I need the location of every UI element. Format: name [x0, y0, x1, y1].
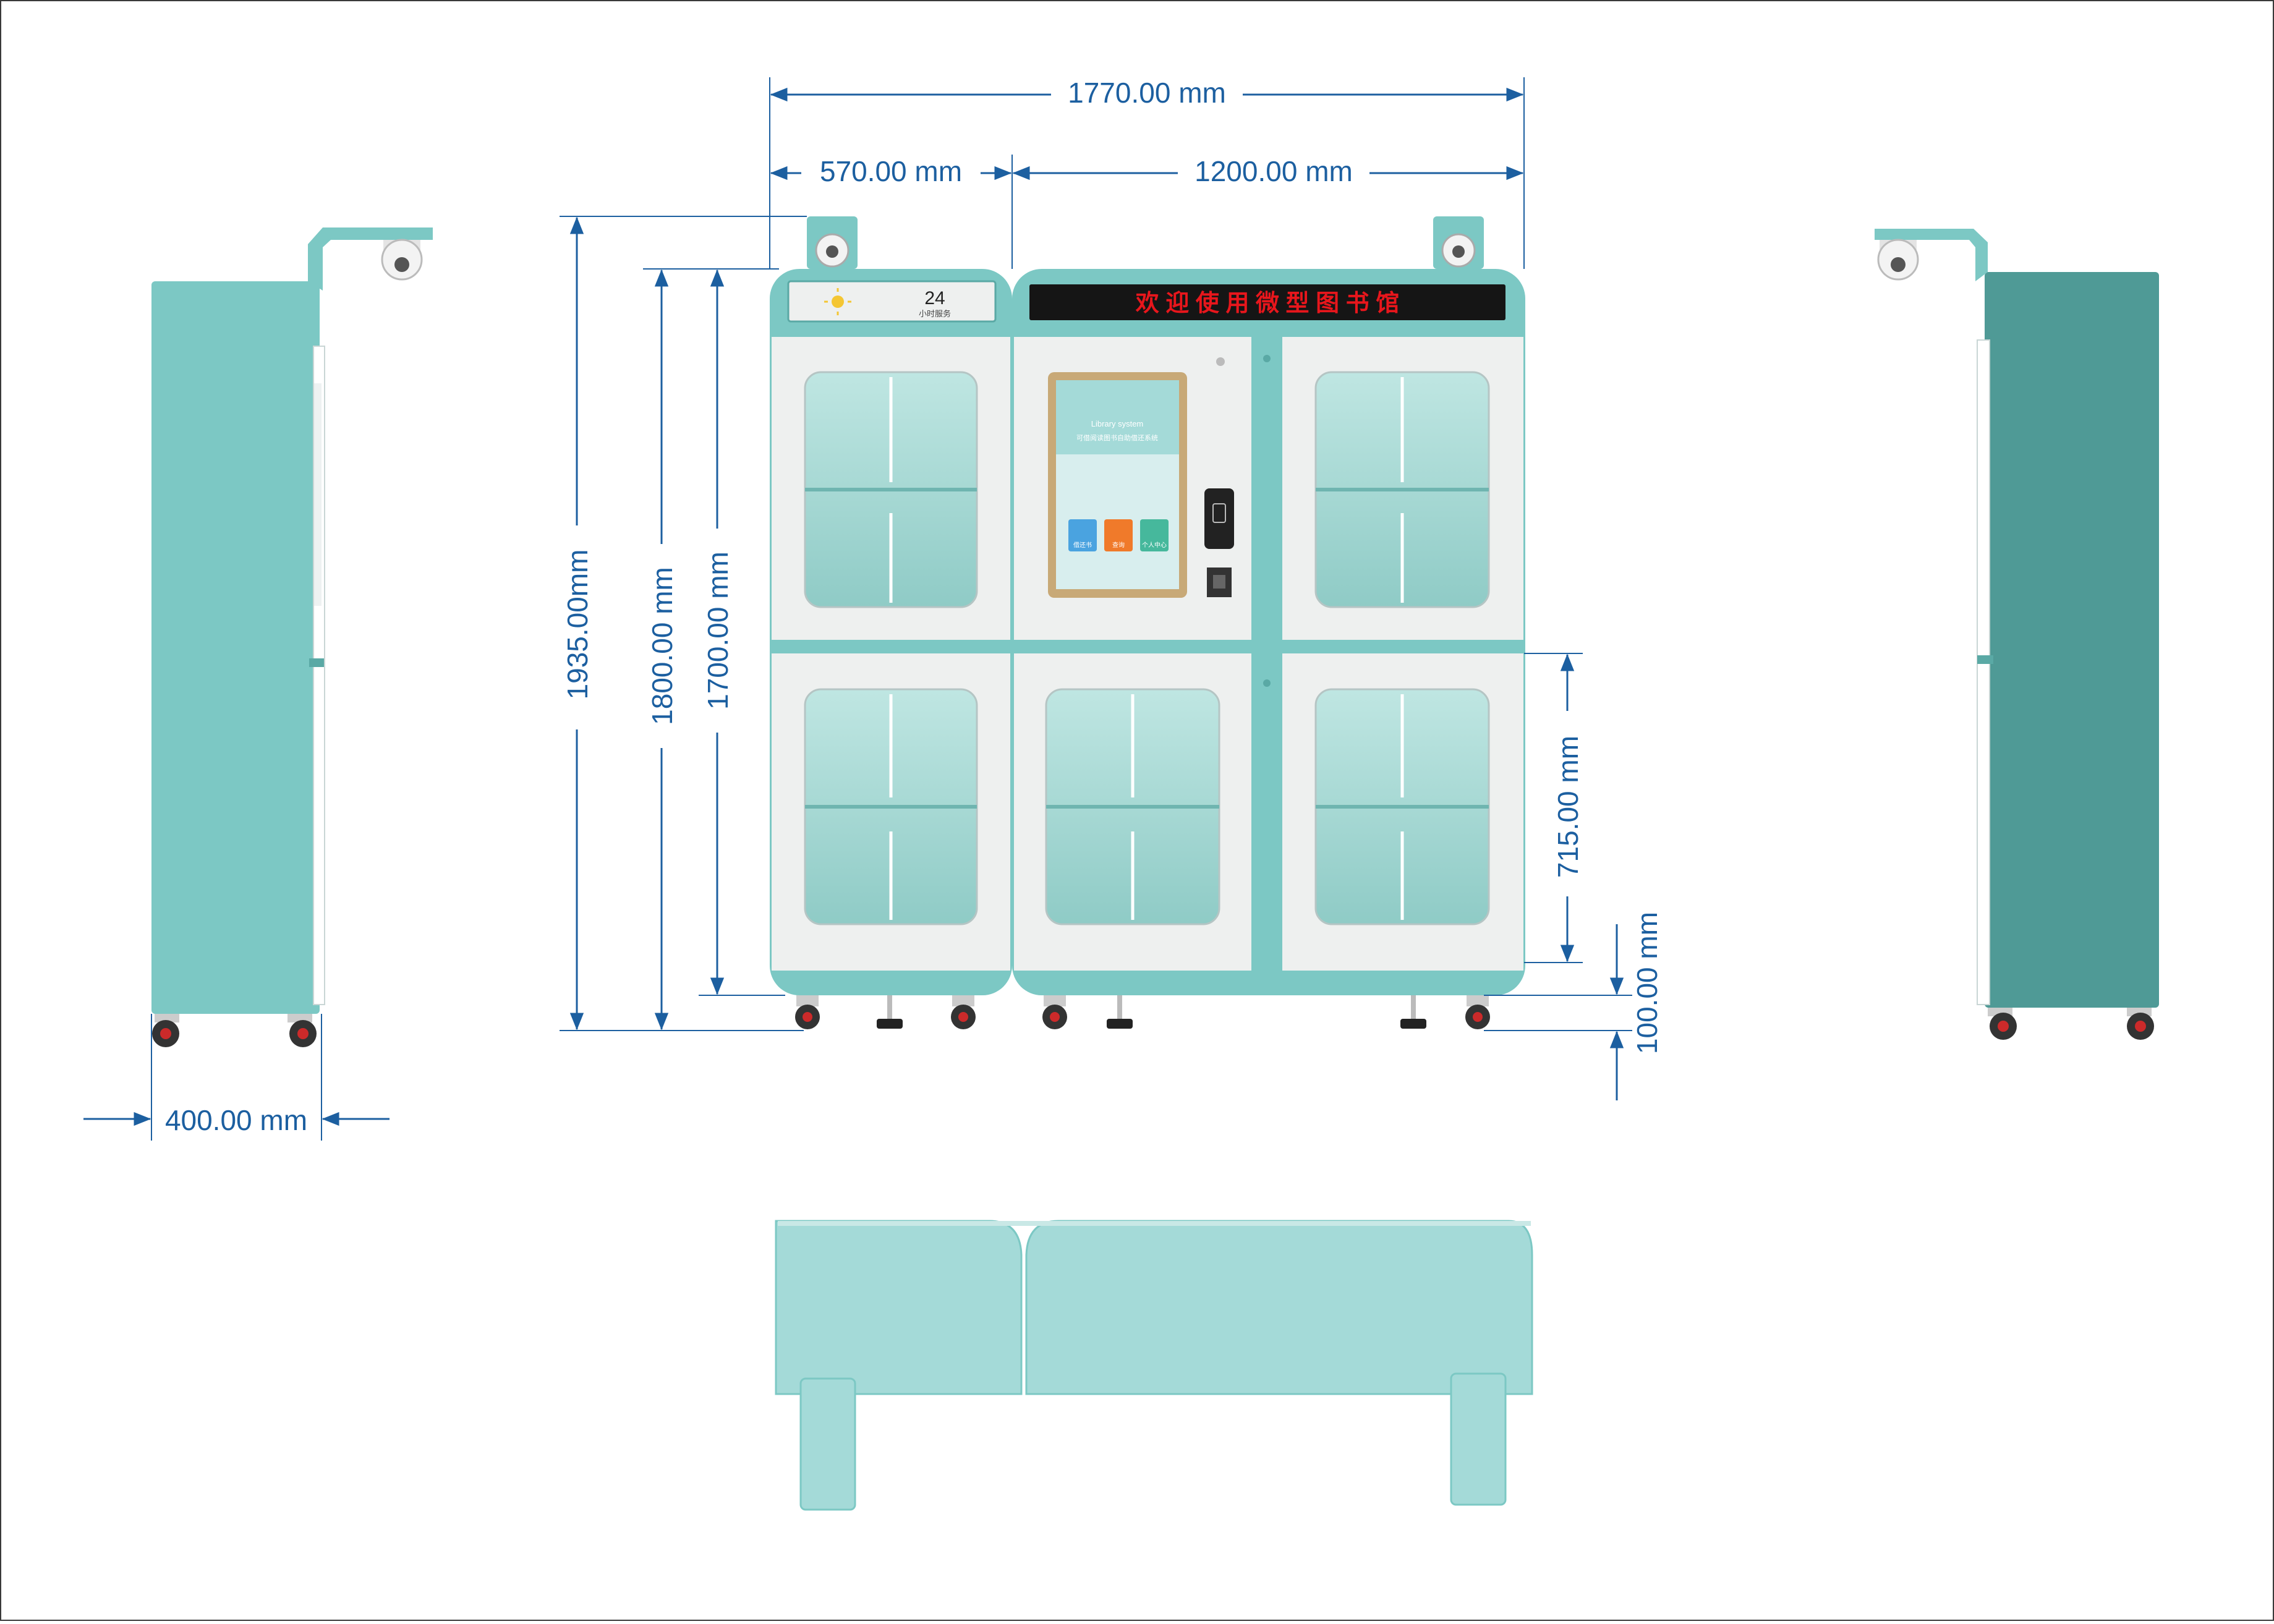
dim-right-width: 1200.00 mm — [1194, 155, 1353, 187]
dim-height-cabinet: 1700.00 mm — [702, 551, 734, 710]
rfid-icon — [1204, 488, 1234, 549]
side-body — [151, 281, 320, 1014]
front-view: 24 小时服务 欢 迎 使 用 微 型 图 — [770, 216, 1525, 1029]
clock-number: 24 — [924, 288, 945, 308]
dim-left-width: 570.00 mm — [820, 155, 962, 187]
clock-panel — [787, 280, 997, 323]
right-cabinet-divider — [1014, 640, 1523, 653]
dim-lower-door: 715.00 mm — [1552, 736, 1584, 878]
screen-title: Library system — [1091, 419, 1144, 428]
glass-window — [804, 371, 978, 608]
dim-height-body: 1800.00 mm — [646, 567, 678, 725]
side-divider — [1977, 655, 1993, 664]
screen-button-label: 个人中心 — [1142, 541, 1167, 549]
caster-wheel-icon — [1988, 1008, 2154, 1040]
glass-window — [1045, 688, 1220, 925]
leveling-foot-icon — [877, 995, 1426, 1029]
scanner-icon — [1207, 568, 1232, 597]
led-banner-text: 欢 迎 使 用 微 型 图 书 馆 — [1135, 291, 1399, 317]
right-cabinet-stile — [1251, 337, 1282, 971]
led-banner — [1029, 284, 1505, 320]
clock-caption: 小时服务 — [919, 309, 951, 318]
top-arm-right — [1450, 1372, 1507, 1506]
lock-knob — [1216, 357, 1225, 366]
lock-knob — [1263, 679, 1271, 687]
side-camera-arm — [1875, 229, 1988, 281]
dim-height-total: 1935.00mm — [561, 550, 594, 700]
screen-button-query[interactable]: 查询 — [1104, 519, 1133, 551]
side-divider — [309, 658, 324, 667]
top-arm-left — [799, 1377, 856, 1511]
camera-icon — [807, 216, 858, 269]
front-dimensions: 1770.00 mm 570.00 mm 1200.00 mm 1935.00m… — [560, 77, 1663, 1100]
screen-button-borrow[interactable]: 借还书 — [1068, 519, 1097, 551]
glass-window — [1314, 371, 1490, 608]
dim-wheel-height: 100.00 mm — [1631, 912, 1663, 1054]
camera-icon — [1877, 239, 1919, 281]
camera-icon — [1433, 216, 1484, 269]
screen-button-label: 查询 — [1112, 541, 1125, 549]
top-view — [775, 1220, 1533, 1511]
glass-window — [1314, 688, 1490, 925]
screen-button-label: 借还书 — [1073, 542, 1092, 549]
camera-icon — [381, 239, 423, 281]
sun-icon — [824, 288, 851, 315]
side-camera-arm — [308, 227, 433, 291]
left-cabinet-divider — [772, 640, 1010, 653]
lock-knob — [1263, 355, 1271, 362]
left-side-view: 400.00 mm — [83, 227, 433, 1141]
depth-label: 400.00 mm — [165, 1104, 307, 1136]
side-hinge-top — [314, 383, 322, 606]
right-side-view — [1875, 229, 2159, 1040]
side-body — [1985, 272, 2159, 1008]
top-edge-shadow — [778, 1221, 1531, 1226]
side-door-edge — [1977, 339, 1990, 1005]
caster-wheel-icon — [795, 995, 1490, 1029]
dim-total-width: 1770.00 mm — [1068, 77, 1226, 109]
screen-button-profile[interactable]: 个人中心 — [1140, 519, 1169, 551]
glass-window — [804, 688, 978, 925]
screen-subtitle: 可借阅读图书自助借还系统 — [1076, 433, 1158, 442]
caster-wheel-icon — [152, 1014, 317, 1047]
touch-screen: Library system 可借阅读图书自助借还系统 借还书 查询 个人中心 — [1048, 372, 1187, 598]
